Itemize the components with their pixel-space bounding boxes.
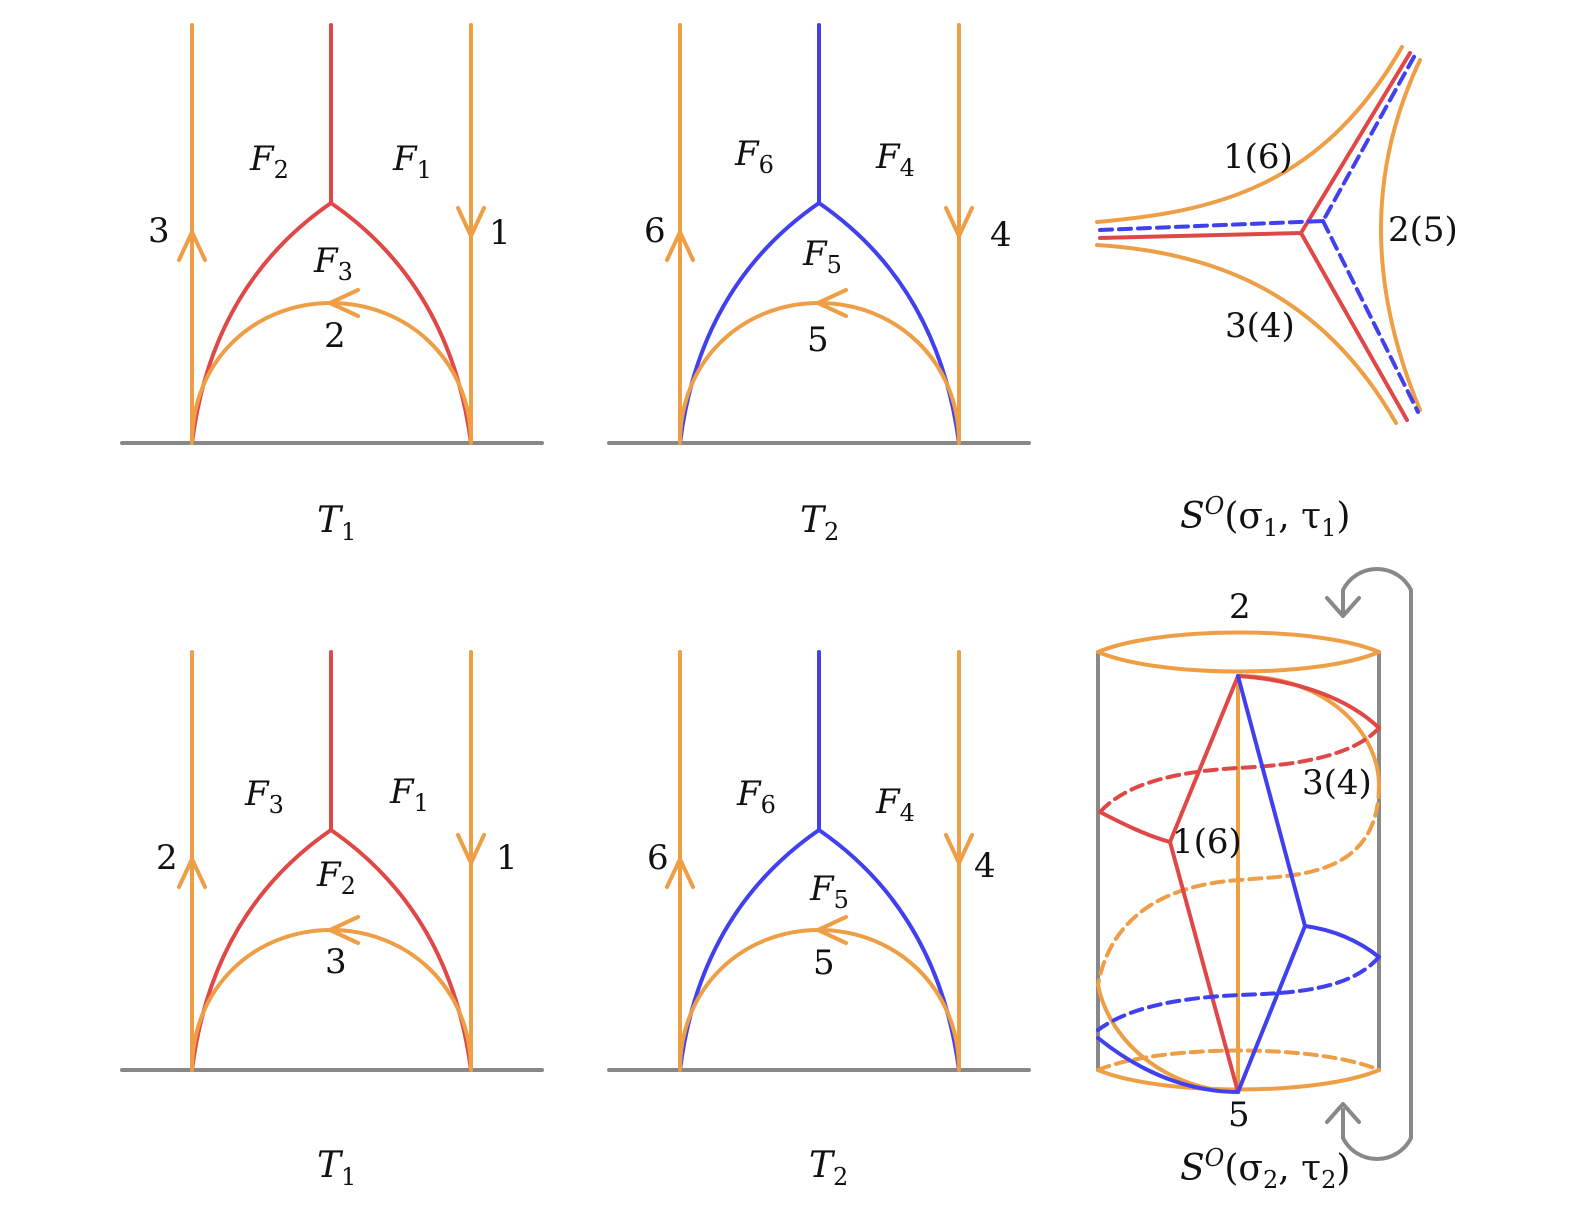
blue-helix-back — [1096, 955, 1381, 1032]
red-edge — [1098, 810, 1172, 844]
face-label: F6 — [734, 134, 774, 179]
surface-caption: SO(σ2, τ2) — [1180, 1144, 1350, 1194]
arrow-up-icon — [177, 857, 207, 889]
edge-label: 4 — [974, 846, 996, 886]
edge-label: 2 — [324, 316, 346, 356]
blue-edge — [1303, 924, 1381, 959]
edge-dome — [190, 201, 473, 445]
arrow-up-icon — [177, 230, 207, 262]
panel-caption: T2 — [809, 1145, 848, 1191]
edge-label: 1 — [489, 213, 511, 253]
top-ellipse — [1096, 630, 1381, 674]
face-label: F1 — [389, 772, 429, 817]
face-label: F5 — [802, 234, 842, 279]
arrow-down-icon — [456, 206, 486, 238]
face-label: F3 — [244, 774, 284, 819]
boundary-curve — [1095, 243, 1398, 425]
arrow-up-icon — [1325, 1102, 1361, 1124]
edge-label: 6 — [644, 211, 666, 251]
orange-helix-back — [1096, 783, 1381, 987]
face-label: F4 — [875, 137, 915, 182]
blue-dashed-spine — [1321, 219, 1420, 414]
surface-label: 1(6) — [1172, 822, 1242, 862]
blue-edges — [1236, 674, 1307, 1094]
gluing-loop — [1341, 567, 1413, 1161]
edge-dome — [678, 201, 961, 445]
arrow-down-icon — [944, 206, 974, 238]
surface-bottom: 2 5 1(6) 3(4) SO(σ2, τ2) — [1096, 567, 1413, 1194]
arrow-left-icon — [816, 915, 848, 945]
panel-t1-top: F2 F1 F3 3 1 2 T1 — [120, 23, 544, 546]
arrow-left-icon — [816, 288, 848, 318]
panel-caption: T1 — [317, 1145, 356, 1191]
edge-dome — [678, 828, 961, 1072]
arrow-down-icon — [456, 833, 486, 865]
arrow-down-icon — [1325, 596, 1361, 618]
edge-label: 1 — [496, 838, 518, 878]
arrow-up-icon — [665, 857, 695, 889]
edge-label: 6 — [647, 838, 669, 878]
surface-label: 2 — [1229, 587, 1251, 627]
edge-label: 3 — [325, 942, 347, 982]
face-label: F1 — [392, 139, 432, 184]
blue-dashed-spine — [1098, 53, 1417, 232]
arrow-left-icon — [328, 288, 360, 318]
blue-helix-front — [1096, 1036, 1240, 1094]
surface-label: 3(4) — [1225, 306, 1295, 346]
surface-caption: SO(σ1, τ1) — [1180, 492, 1350, 542]
surface-label: 2(5) — [1388, 210, 1458, 250]
face-label: F2 — [316, 855, 356, 900]
edge-label: 3 — [148, 211, 170, 251]
arrow-up-icon — [665, 230, 695, 262]
edge-label: 4 — [990, 215, 1012, 255]
edge-dome — [190, 828, 473, 1072]
face-label: F4 — [875, 782, 915, 827]
surface-label: 5 — [1228, 1095, 1250, 1135]
surface-label: 1(6) — [1223, 137, 1293, 177]
red-helix-back — [1098, 726, 1381, 814]
panel-t1-bottom: F3 F1 F2 2 1 3 T1 — [120, 650, 544, 1191]
surface-label: 3(4) — [1302, 763, 1372, 803]
face-label: F2 — [249, 139, 289, 184]
boundary-curve — [1095, 45, 1404, 224]
edge-label: 2 — [156, 838, 178, 878]
panel-t2-top: F6 F4 F5 6 4 5 T2 — [607, 23, 1031, 546]
panel-caption: T2 — [800, 500, 839, 546]
arrow-down-icon — [944, 833, 974, 865]
face-label: F3 — [313, 241, 353, 286]
boundary-curve — [1379, 58, 1422, 412]
face-label: F6 — [736, 774, 776, 819]
face-label: F5 — [809, 869, 849, 914]
panel-caption: T1 — [317, 500, 356, 546]
red-helix-front — [1236, 674, 1381, 730]
arrow-left-icon — [328, 915, 360, 945]
red-spine — [1299, 231, 1409, 422]
edge-label: 5 — [813, 943, 835, 983]
panel-t2-bottom: F6 F4 F5 6 4 5 T2 — [607, 650, 1031, 1191]
surface-top: 1(6) 2(5) 3(4) SO(σ1, τ1) — [1095, 45, 1458, 542]
edge-label: 5 — [807, 320, 829, 360]
